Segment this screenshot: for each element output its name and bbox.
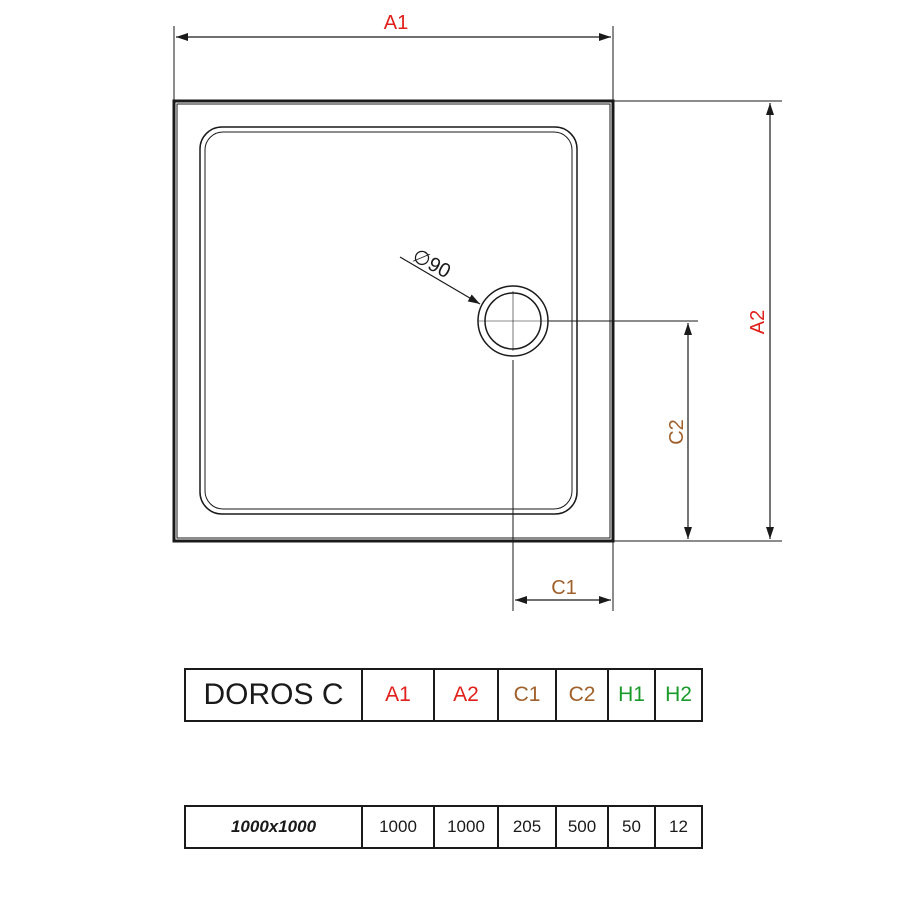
model-name: DOROS C	[184, 668, 363, 722]
header-h2: H2	[654, 668, 703, 722]
a2-label: A2	[747, 310, 769, 334]
spec-header-table: DOROS C A1 A2 C1 C2 H1 H2	[184, 668, 703, 722]
value-h2: 12	[654, 805, 703, 849]
spec-value-row: 1000x1000 1000 1000 205 500 50 12	[184, 805, 703, 849]
spec-header-row: DOROS C A1 A2 C1 C2 H1 H2	[184, 668, 703, 722]
value-a2: 1000	[433, 805, 499, 849]
value-a1: 1000	[361, 805, 435, 849]
value-c1: 205	[497, 805, 557, 849]
spec-value-table: 1000x1000 1000 1000 205 500 50 12	[184, 805, 703, 849]
header-a1: A1	[361, 668, 435, 722]
size-label: 1000x1000	[184, 805, 363, 849]
header-c2: C2	[555, 668, 609, 722]
value-c2: 500	[555, 805, 609, 849]
header-a2: A2	[433, 668, 499, 722]
header-h1: H1	[607, 668, 656, 722]
value-h1: 50	[607, 805, 656, 849]
c2-label: C2	[666, 419, 688, 445]
basin-inner-outline	[204, 131, 573, 510]
drain-diameter-label: ∅90	[409, 245, 454, 283]
c1-label: C1	[551, 577, 577, 599]
header-c1: C1	[497, 668, 557, 722]
drain-diameter-leader	[399, 256, 481, 305]
a1-label: A1	[384, 12, 408, 34]
basin-outer-outline	[199, 126, 578, 515]
